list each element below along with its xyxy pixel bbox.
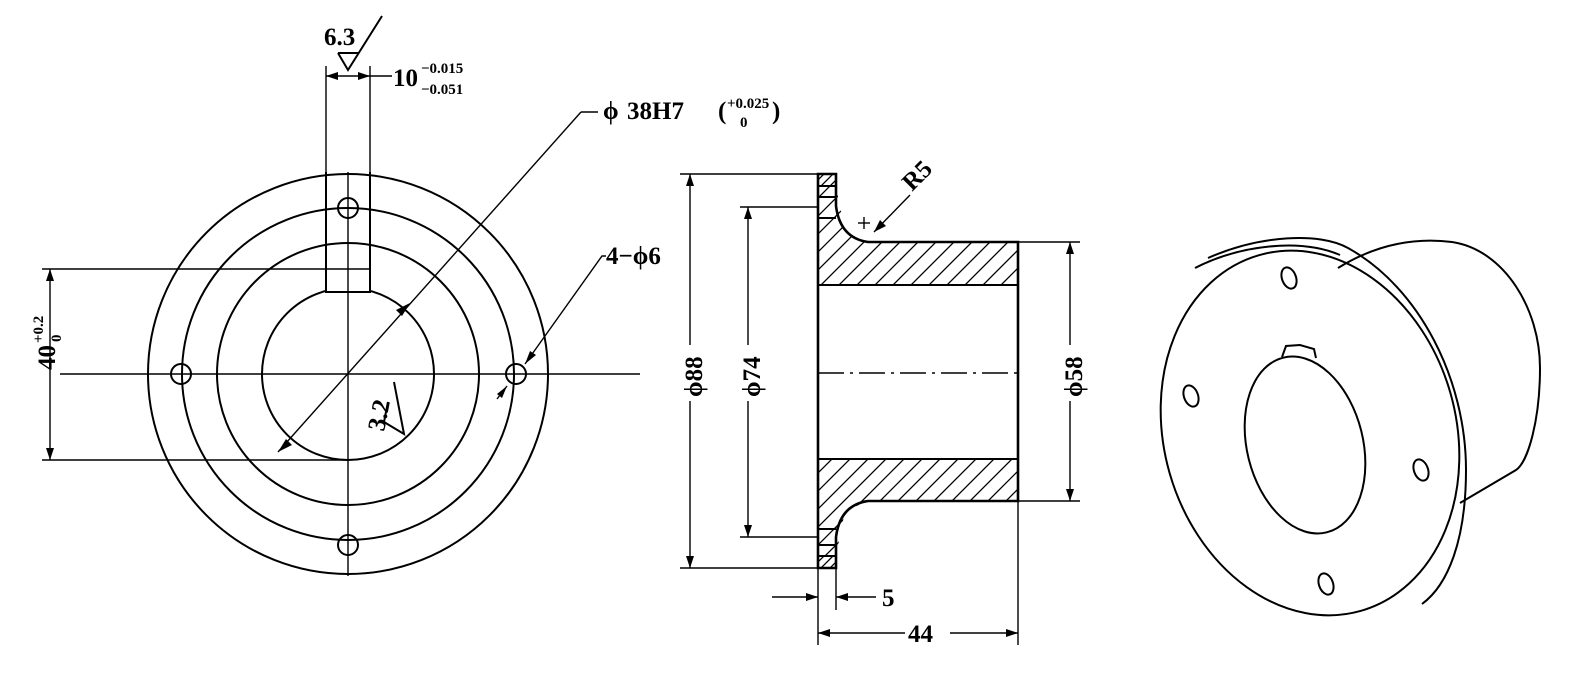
hatch-line [790,552,810,572]
hatch-line [835,170,855,190]
keyway-width-upper-deviation: −0.015 [421,61,463,77]
flange-diameter-label: ϕ88 [681,356,708,397]
hatch-line [959,186,1018,285]
hatch-top [690,180,1018,290]
isometric-view [1159,237,1542,617]
key-depth-nominal: 40 [34,345,61,370]
roughness-symbol-bore: 3.2 [363,381,406,437]
hatch-line [690,180,800,290]
part-section-outline [816,172,1020,570]
hatch-line [820,556,834,568]
hatch-line [995,186,1018,285]
hatch-line [818,459,873,556]
bore-lower-deviation: 0 [740,115,748,131]
roughness-value-top: 6.3 [324,24,355,51]
hatch-line [835,552,855,572]
hatch-bottom [818,455,1124,560]
hatch-line [818,186,855,285]
hatch-line [905,186,1017,285]
flange-front-face [1159,249,1461,617]
roughness-value-bore: 3.2 [363,397,395,433]
hub-diameter-label: ϕ58 [1061,356,1088,397]
bore-opening [1243,355,1367,535]
bore-tolerance-close-paren: ) [772,98,780,125]
hatch-line [982,459,1018,556]
bolt-hole-top [337,197,359,219]
hatch-line [869,186,981,285]
bore-tolerance-open-paren: ( [718,98,726,125]
hatch-line [887,186,999,285]
flange-rim-edge [1207,237,1468,605]
hatch-line [818,186,909,285]
hub-cylinder-outline [1337,239,1542,504]
hatch-line [818,186,819,285]
bolt-hole-right [505,363,527,385]
hatch-line [818,459,891,556]
hatch-line [1019,455,1124,560]
hatch-line [799,170,819,190]
hatch-line [799,552,819,572]
hatch-line [941,186,1018,285]
iso-bolt-hole-bottom [1317,572,1335,596]
overall-length-label: 44 [908,621,934,648]
hatch-line [1013,186,1018,285]
iso-bolt-hole-right [1412,458,1430,482]
iso-bolt-hole-top [1280,266,1298,290]
hatch-line [820,174,834,186]
hatch-line [818,459,819,556]
front-view: 10 −0.015 −0.051 6.3 ϕ 38H7 ( +0.025 0 )… [31,15,780,576]
fillet-radius-label: R5 [897,156,938,197]
bore-diameter-value: 38H7 [627,98,684,125]
hatch-line [977,186,1018,285]
bolt-hole-left [170,363,192,385]
holes-dimension-label: 4−ϕ6 [606,243,661,270]
bore-phi-symbol: ϕ [603,98,619,125]
bolt-circle-diameter-label: ϕ74 [739,356,766,397]
key-depth-upper-deviation: +0.2 [31,316,47,343]
flange-thickness-label: 5 [882,585,895,612]
bolt-hole-bottom [337,534,359,556]
key-depth-lower-deviation: 0 [49,335,65,343]
hatch-line [851,186,963,285]
hatch-line [818,459,855,556]
roughness-symbol-top: 6.3 [324,15,383,72]
keyway-opening [1281,343,1317,359]
keyway-width-nominal: 10 [393,65,418,92]
section-view: R5 ϕ88 ϕ74 ϕ58 [678,156,1124,648]
iso-bolt-hole-left [1182,384,1200,408]
keyway-width-lower-deviation: −0.051 [421,82,463,98]
bore-upper-deviation: +0.025 [727,96,769,112]
bore-dimension-leader [277,111,582,453]
holes-dimension-leader [524,255,606,365]
hatch-line [790,170,810,190]
